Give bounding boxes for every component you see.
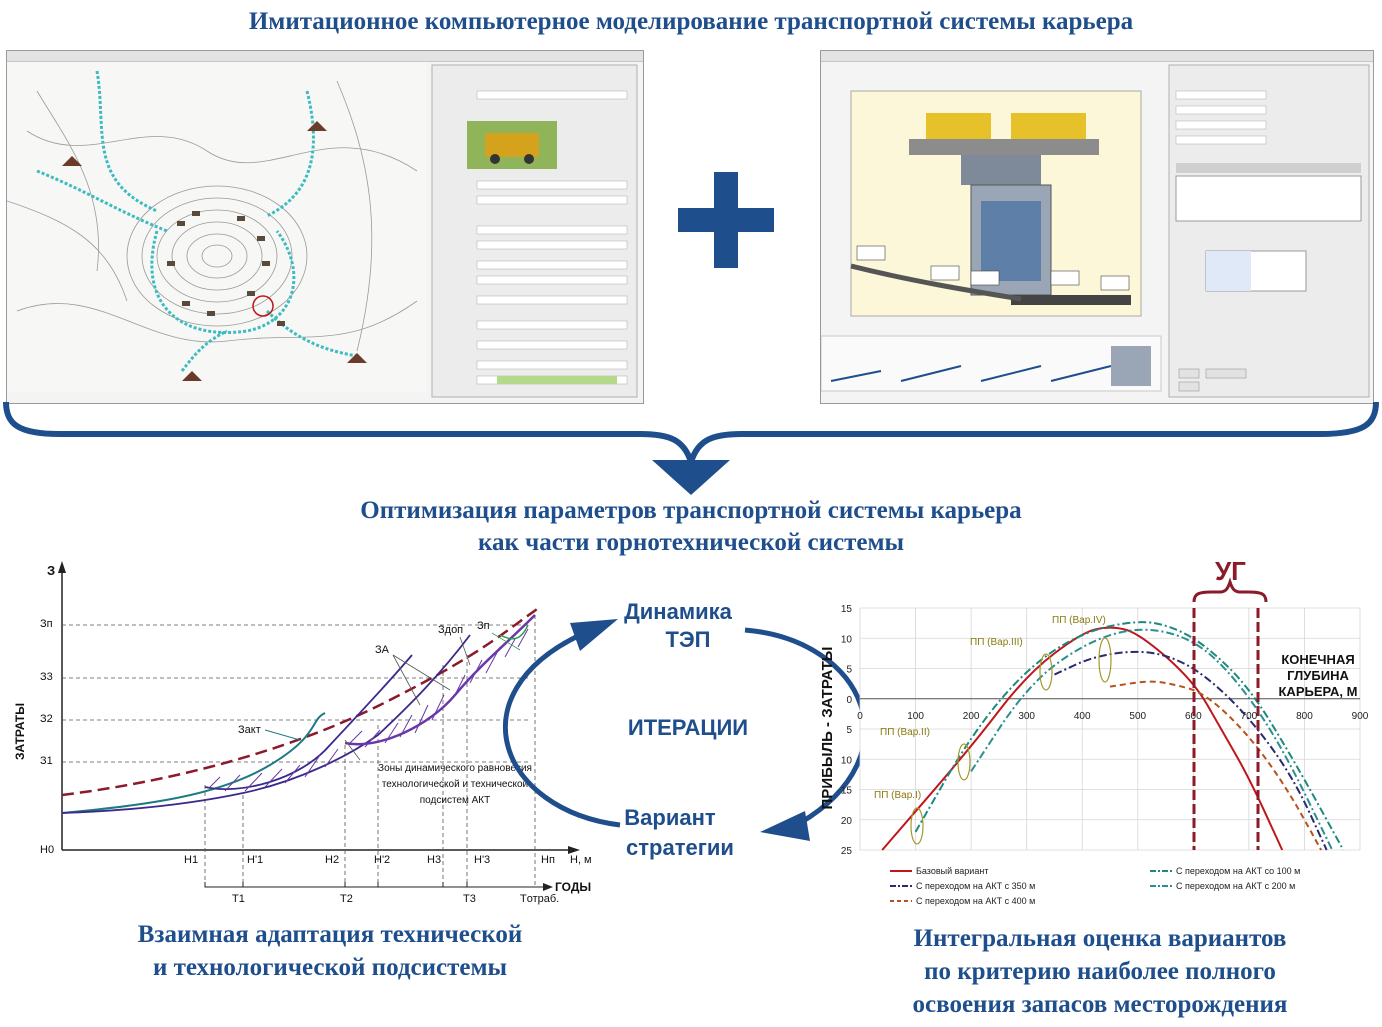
label-z-p: Зп — [477, 620, 490, 632]
x-tick-label: 800 — [1296, 711, 1313, 722]
x-unit: H, м — [570, 854, 592, 866]
time-axis-label: ГОДЫ — [555, 880, 591, 894]
depth-note-line-2: ГЛУБИНА — [1287, 668, 1349, 683]
left-cost-chart: З ЗАТРАТЫ Зп З3 З2 З1 Закт ЗА Здоп Зп — [13, 561, 592, 905]
variant-label-3: ПП (Вар.III) — [970, 637, 1023, 648]
zone-note-line-3: подсистем АКТ — [420, 795, 490, 806]
y-tick-label: 20 — [841, 816, 853, 827]
x-tick-label: 100 — [907, 711, 924, 722]
x-tick-h3-prime: H'3 — [474, 854, 490, 866]
x-tick-label: 400 — [1074, 711, 1091, 722]
cycle-top-line-2: ТЭП — [666, 627, 711, 652]
time-tick-t2: T2 — [340, 893, 353, 905]
series-line — [881, 626, 1284, 851]
x-tick-h0: H0 — [40, 844, 54, 856]
middle-title-line-2: как части горнотехнической системы — [477, 529, 905, 556]
y-axis-symbol: З — [47, 563, 55, 578]
x-tick-h3: H3 — [427, 854, 441, 866]
y-tick-label: 10 — [841, 634, 853, 645]
depth-note-line-1: КОНЕЧНАЯ — [1281, 652, 1354, 667]
label-z-dop: Здоп — [438, 624, 463, 636]
x-tick-label: 300 — [1018, 711, 1035, 722]
y-tick-label: 15 — [841, 604, 853, 615]
x-tick-h2-prime: H'2 — [374, 854, 390, 866]
window-titlebar — [821, 51, 1373, 62]
caption-left-line-1: Взаимная адаптация технической — [137, 921, 523, 948]
y-axis-label: ЗАТРАТЫ — [13, 703, 27, 760]
legend-item: С переходом на АКТ с 400 м — [916, 896, 1035, 906]
legend-item: С переходом на АКТ со 100 м — [1176, 866, 1300, 876]
series-line — [1109, 680, 1322, 851]
caption-left-line-2: и технологической подсистемы — [152, 954, 508, 981]
merge-brace-arrow — [3, 401, 1379, 495]
x-tick-label: 600 — [1185, 711, 1202, 722]
series-line — [970, 628, 1334, 851]
y-tick-label: 15 — [841, 786, 853, 797]
chart-legend: Базовый вариант С переходом на АКТ с 350… — [890, 866, 1300, 906]
simulation-screenshot-pit-map — [6, 50, 644, 404]
x-tick-label: 700 — [1241, 711, 1258, 722]
series-line — [1054, 650, 1328, 851]
x-tick-label: 200 — [963, 711, 980, 722]
middle-title-line-1: Оптимизация параметров транспортной сист… — [360, 497, 1022, 524]
caption-right-line-3: освоения запасов месторождения — [912, 991, 1288, 1018]
caption-right-line-1: Интегральная оценка вариантов — [913, 925, 1287, 952]
top-title: Имитационное компьютерное моделирование … — [248, 8, 1134, 35]
crusher-station-drawing — [821, 64, 1370, 398]
y-tick-label: 25 — [841, 846, 853, 857]
depth-note-line-3: КАРЬЕРА, М — [1279, 684, 1358, 699]
y-tick-label: 5 — [846, 725, 852, 736]
y-tick-label: 5 — [846, 665, 852, 676]
zone-note-line-1: Зоны динамического равновесия — [378, 763, 532, 774]
x-tick-hp: Hп — [541, 854, 555, 866]
iteration-cycle: Динамика ТЭП ИТЕРАЦИИ Вариант стратегии — [503, 599, 868, 860]
y-tick-z3: З3 — [40, 671, 53, 683]
cycle-bottom-line-2: стратегии — [626, 835, 734, 860]
label-z-a: ЗА — [375, 644, 390, 656]
cycle-bottom-line-1: Вариант — [624, 805, 716, 830]
x-tick-h1-prime: H'1 — [247, 854, 263, 866]
x-tick-h1: H1 — [184, 854, 198, 866]
right-y-axis-label: ПРИБЫЛЬ - ЗАТРАТЫ — [820, 647, 836, 810]
pit-map-drawing — [7, 62, 638, 398]
legend-item: Базовый вариант — [916, 866, 988, 876]
y-tick-label: 0 — [846, 695, 852, 706]
series-line — [914, 621, 1345, 851]
y-tick-z2: З2 — [40, 713, 53, 725]
caption-right-line-2: по критерию наиболее полного — [924, 958, 1276, 985]
zone-note-line-2: технологической и технической — [382, 779, 528, 790]
y-tick-z1: З1 — [40, 755, 53, 767]
plus-icon — [678, 172, 774, 268]
cycle-top-line-1: Динамика — [624, 599, 733, 624]
simulation-screenshot-crusher — [820, 50, 1374, 404]
x-tick-label: 500 — [1129, 711, 1146, 722]
legend-item: С переходом на АКТ с 200 м — [1176, 881, 1295, 891]
x-tick-label: 0 — [857, 711, 863, 722]
time-tick-t-end: Tотраб. — [520, 893, 559, 905]
caption-left: Взаимная адаптация технической и техноло… — [40, 918, 620, 984]
x-tick-h2: H2 — [325, 854, 339, 866]
time-tick-t1: T1 — [232, 893, 245, 905]
caption-right: Интегральная оценка вариантов по критери… — [820, 922, 1380, 1021]
time-tick-t3: T3 — [463, 893, 476, 905]
variant-label-4: ПП (Вар.IV) — [1052, 615, 1106, 626]
variant-label-2: ПП (Вар.II) — [880, 727, 930, 738]
middle-title: Оптимизация параметров транспортной сист… — [0, 495, 1382, 559]
cycle-center: ИТЕРАЦИИ — [628, 715, 748, 740]
y-tick-label: 10 — [841, 755, 853, 766]
legend-item: С переходом на АКТ с 350 м — [916, 881, 1035, 891]
y-tick-zp: Зп — [40, 618, 53, 630]
label-z-akt: Закт — [238, 724, 261, 736]
x-tick-label: 900 — [1352, 711, 1369, 722]
window-titlebar — [7, 51, 643, 62]
variant-label-1: ПП (Вар.I) — [874, 790, 921, 801]
